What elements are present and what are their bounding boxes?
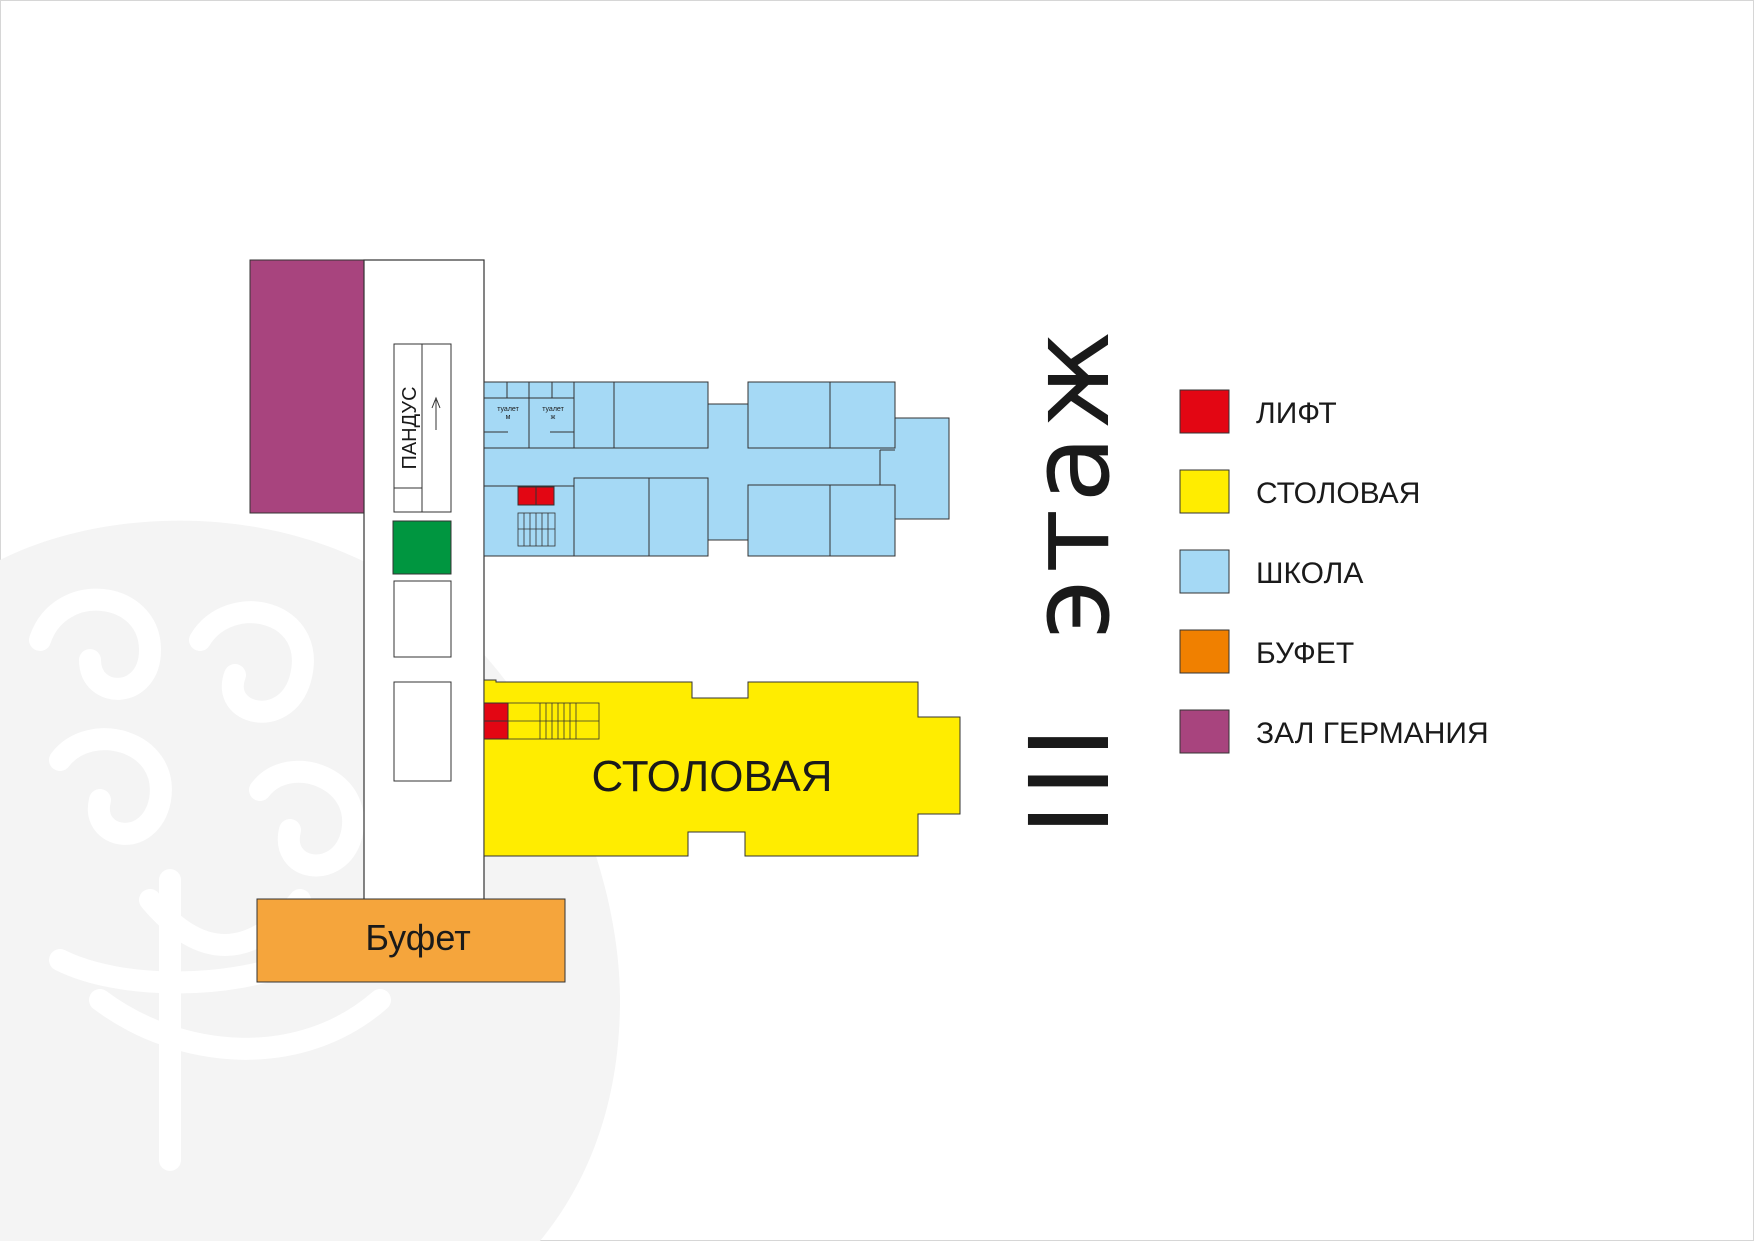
ramp-label: ПАНДУС [399,386,421,469]
canteen-label: СТОЛОВАЯ [591,752,832,801]
floor-title: III этаж [1006,324,1134,835]
legend-swatch [1179,549,1230,594]
floor-word: этаж [1006,324,1134,639]
green-block[interactable] [392,520,452,575]
buffet-label: Буфет [365,917,470,958]
legend-label: СТОЛОВАЯ [1256,477,1420,510]
legend-swatch [1179,709,1230,754]
legend-swatch [1179,389,1230,434]
toilet-w-sign: ж [551,414,556,421]
hall-germany-zone[interactable] [249,259,365,514]
toilet-m-label: туалет [497,406,519,413]
floor-title-text: III этаж [1006,324,1134,835]
corridor-room-2[interactable] [393,681,452,782]
legend-label: БУФЕТ [1256,637,1354,670]
legend-label: ЛИФТ [1256,397,1337,430]
legend-label: ЗАЛ ГЕРМАНИЯ [1256,717,1489,750]
school-wing[interactable] [483,381,950,557]
ramp[interactable]: ПАНДУС [393,343,452,513]
buffet-zone[interactable] [256,898,566,983]
toilet-w-label: туалет [542,406,564,413]
corridor-room-1[interactable] [393,580,452,658]
legend-swatch [1179,469,1230,514]
central-corridor [363,259,485,901]
toilet-m-sign: м [506,414,511,421]
floor-number: III [1006,720,1134,835]
legend-swatch [1179,629,1230,674]
canteen-zone[interactable] [483,679,961,857]
legend: ЛИФТ СТОЛОВАЯ ШКОЛА БУФЕТ ЗАЛ ГЕРМАНИЯ [1179,389,1489,754]
legend-label: ШКОЛА [1256,557,1363,590]
school-stairs [517,512,556,547]
canteen-stairs [507,702,600,740]
watermark-ornament [0,520,620,1241]
